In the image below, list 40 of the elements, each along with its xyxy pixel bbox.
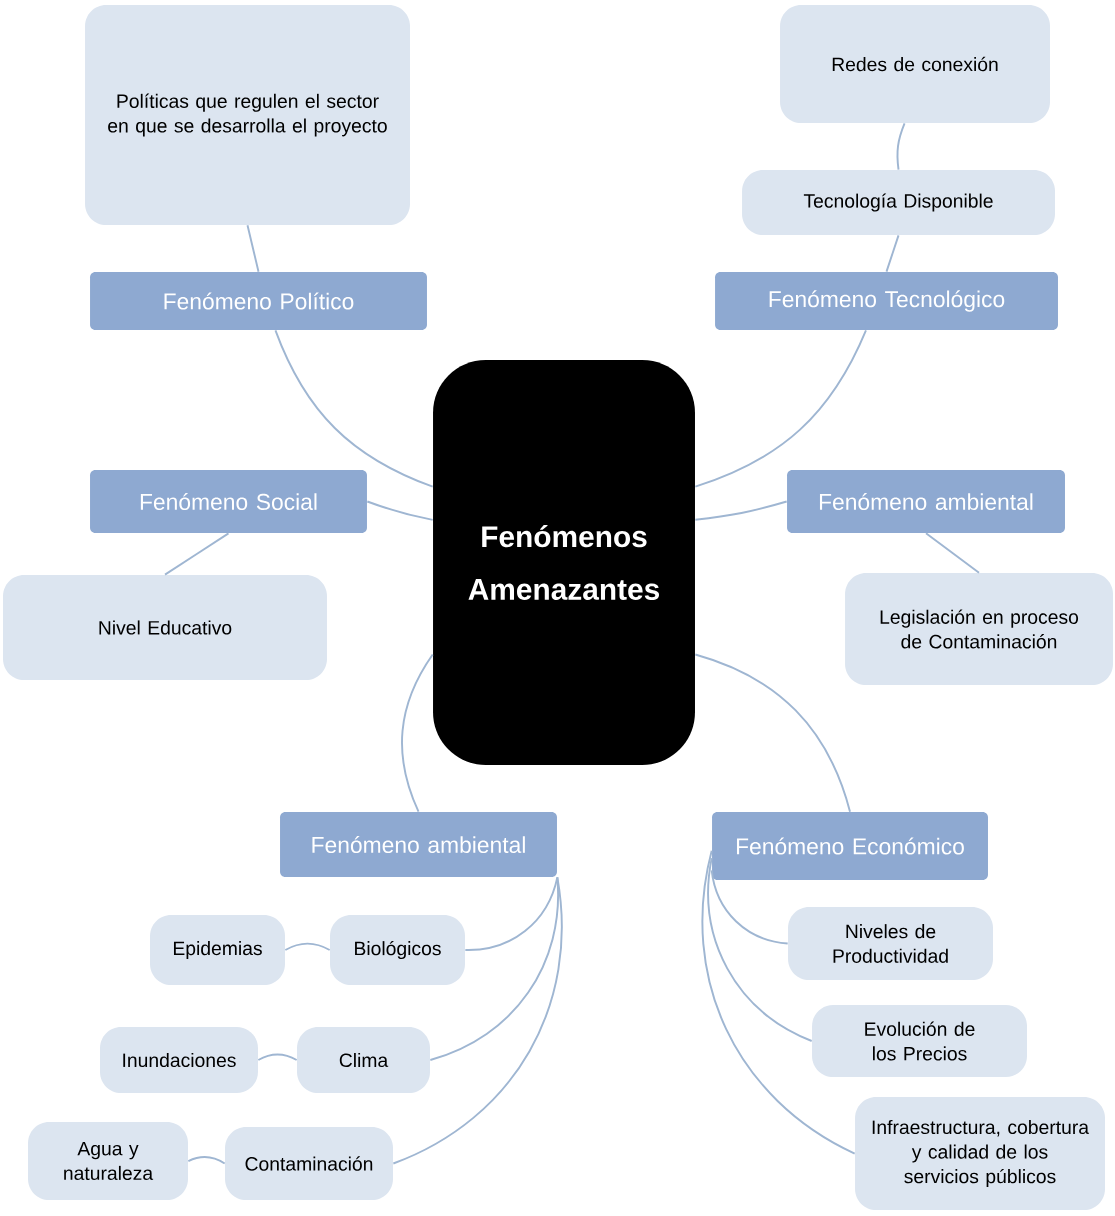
topic-box: Inundaciones <box>100 1027 258 1093</box>
category-box: Fenómeno Tecnológico <box>715 272 1058 330</box>
topic-box: Evolución de los Precios <box>812 1005 1027 1077</box>
connector <box>257 1053 298 1061</box>
connector <box>187 1155 226 1165</box>
topic-box: Niveles de Productividad <box>788 907 993 980</box>
category-box: Fenómeno ambiental <box>280 812 557 877</box>
topic-box: Infraestructura, cobertura y calidad de los servicios públicos <box>855 1097 1105 1210</box>
central-box: Fenómenos Amenazantes <box>433 360 695 765</box>
connector <box>925 532 980 574</box>
topic-box: Legislación en proceso de Contaminación <box>845 573 1113 685</box>
category-box: Fenómeno ambiental <box>787 470 1065 533</box>
connector <box>694 653 851 813</box>
topic-box: Epidemias <box>150 915 285 985</box>
connector <box>694 329 867 488</box>
topic-box: Tecnología Disponible <box>742 170 1055 235</box>
connector <box>701 849 856 1155</box>
connector <box>429 876 560 1061</box>
category-box: Fenómeno Económico <box>712 812 988 880</box>
connector <box>284 942 331 951</box>
topic-box: Nivel Educativo <box>3 575 327 680</box>
connector <box>694 500 788 521</box>
topic-box: Redes de conexión <box>780 5 1050 123</box>
topic-box: Clima <box>297 1027 430 1093</box>
connector <box>707 857 813 1042</box>
category-box: Fenómeno Político <box>90 272 427 330</box>
connector <box>274 329 434 488</box>
connector <box>366 500 434 521</box>
topic-box: Agua y naturaleza <box>28 1122 188 1200</box>
connector <box>896 122 906 171</box>
connector <box>392 876 563 1165</box>
topic-box: Biológicos <box>330 915 465 985</box>
connector <box>885 234 900 273</box>
topic-box: Contaminación <box>225 1127 393 1200</box>
topic-box: Políticas que regulen el sector en que se desarrolla el proyecto <box>85 5 410 225</box>
connector <box>401 653 434 813</box>
category-box: Fenómeno Social <box>90 470 367 533</box>
connector <box>164 532 230 576</box>
connector <box>710 869 789 945</box>
connector <box>246 224 260 273</box>
